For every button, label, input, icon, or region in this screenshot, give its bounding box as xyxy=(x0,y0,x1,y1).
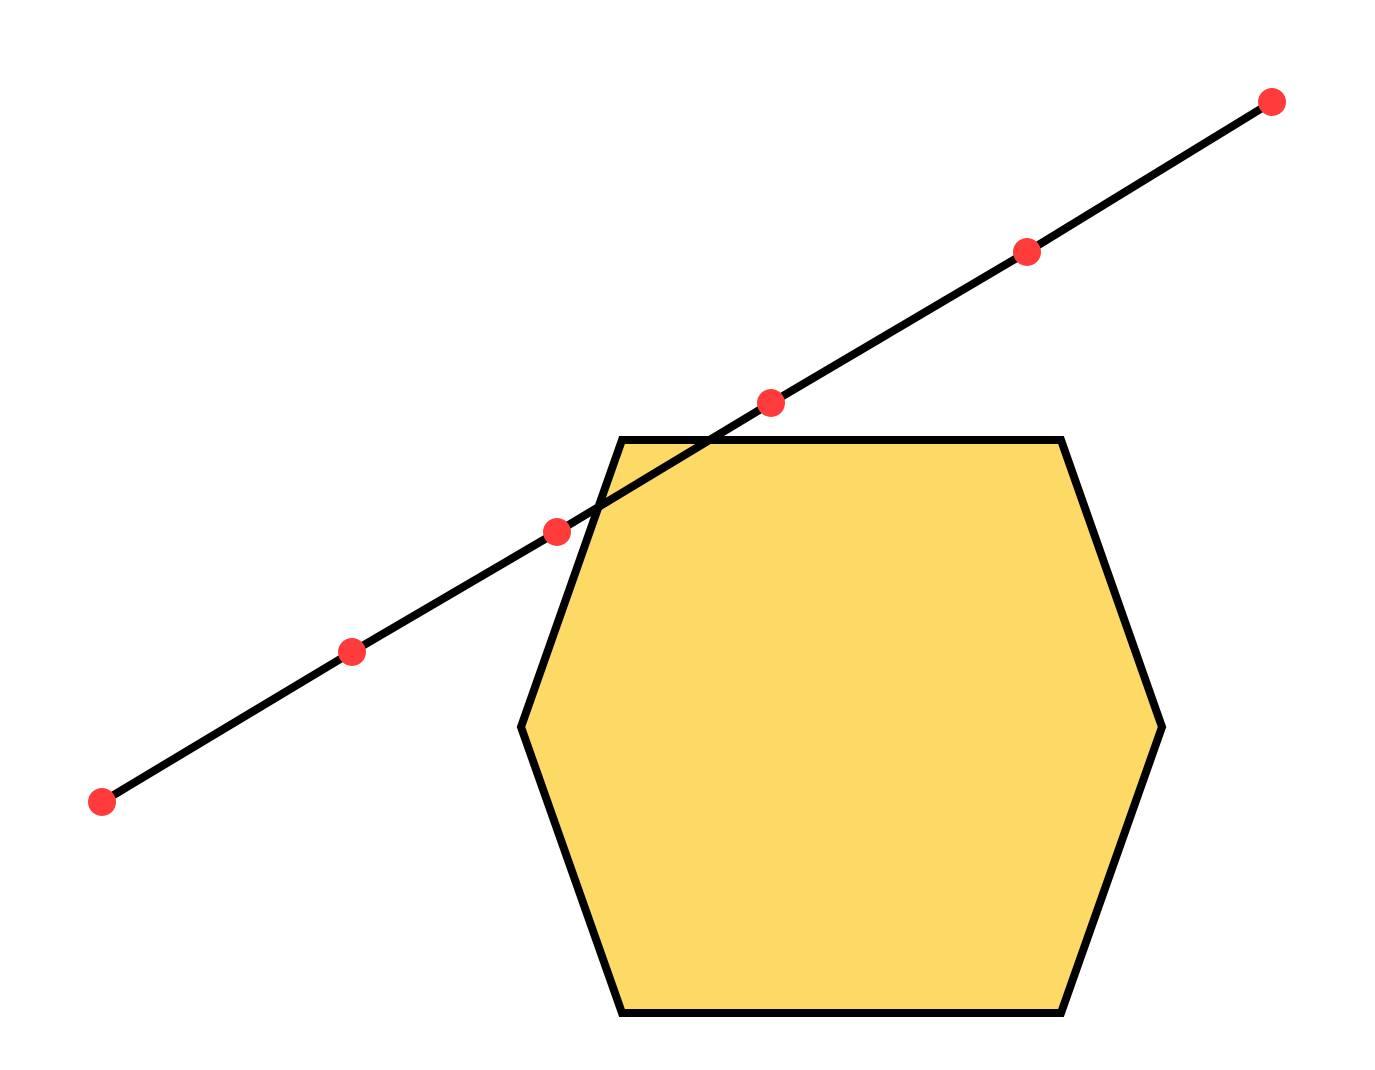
polyline-vertex-2 xyxy=(338,638,366,666)
diagonal-polyline xyxy=(99,98,1275,806)
polyline-vertices xyxy=(88,88,1286,816)
hexagon xyxy=(516,436,1167,1017)
polyline-vertex-1 xyxy=(88,788,116,816)
polyline-vertex-6 xyxy=(1258,88,1286,116)
polyline-vertex-3 xyxy=(543,518,571,546)
polyline-vertex-5 xyxy=(1013,238,1041,266)
polyline-vertex-4 xyxy=(757,389,785,417)
